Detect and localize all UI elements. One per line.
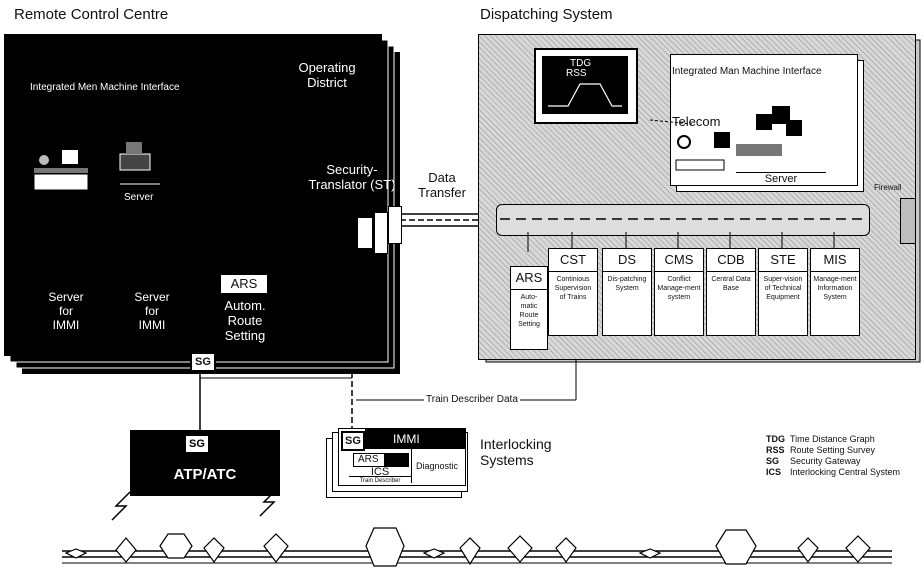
module-abbr: MIS [811, 249, 859, 272]
module-connectors [527, 232, 835, 252]
remote-immi-label: Integrated Men Machine Interface [30, 82, 180, 93]
module-ars: ARS Auto-matic Route Setting [510, 266, 548, 350]
interlocking-ars: ARS [353, 453, 409, 467]
rss-label: RSS [566, 68, 587, 79]
module-desc: Continious Supervision of Trains [554, 276, 592, 301]
server-immi-1: Server for IMMI [48, 290, 84, 332]
tdg-rss-monitor: TDG RSS [534, 48, 638, 124]
interlocking-immi: IMMI [365, 429, 465, 449]
security-translator-label: Security- Translator (ST) [308, 162, 396, 192]
module-abbr: CMS [655, 249, 703, 272]
module-cst: CST Continious Supervision of Trains [548, 248, 598, 336]
remote-server-label: Server [124, 192, 154, 203]
dispatch-bus [496, 204, 870, 236]
dispatch-workstation-icons [649, 106, 802, 171]
firewall-label: Firewall [874, 183, 902, 192]
interlocking-systems-label: Interlocking Systems [480, 436, 552, 468]
interlocking-ars-label: ARS [358, 454, 379, 465]
module-desc: Central Data Base [711, 276, 751, 292]
remote-ars-description: Autom. Route Setting [224, 298, 266, 343]
interlocking-ars-fill [384, 454, 408, 466]
operating-district-label: Operating District [298, 60, 356, 90]
data-transfer-label: Data Transfer [418, 170, 466, 200]
st-block-3 [388, 206, 402, 244]
interlocking-box: SG IMMI ARS ICS Train Describer Diagnost… [338, 428, 466, 486]
module-ds: DS Dis-patching System [602, 248, 652, 336]
module-desc: Dis-patching System [607, 276, 647, 292]
module-desc: Super-vision of Technical Equipment [763, 276, 803, 301]
remote-security-gateway: SG [190, 352, 216, 372]
module-mis: MIS Manage-ment Information System [810, 248, 860, 336]
module-ste: STE Super-vision of Technical Equipment [758, 248, 808, 336]
dispatch-server-label: Server [736, 172, 826, 186]
st-block-2 [374, 212, 388, 254]
module-abbr: CDB [707, 249, 755, 272]
module-abbr: CST [549, 249, 597, 272]
remote-workstation-icons [33, 142, 160, 191]
tdg-screen: TDG RSS [542, 56, 628, 114]
interlocking-diagnostic: Diagnostic [411, 449, 462, 483]
atp-security-gateway: SG [184, 434, 210, 454]
module-abbr: ARS [511, 267, 547, 290]
module-desc: Conflict Manage-ment system [657, 276, 701, 301]
tdg-graph-icon [548, 83, 622, 107]
st-block-1 [358, 218, 372, 248]
interlocking-ics: ICS [370, 466, 390, 478]
module-desc: Manage-ment Information System [813, 276, 857, 301]
train-describer-data-label: Train Describer Data [424, 394, 520, 406]
remote-ars-box: ARS [220, 274, 268, 294]
atp-atc-label: ATP/ATC [173, 466, 237, 483]
track-elements [64, 527, 871, 567]
server-immi-2: Server for IMMI [134, 290, 170, 332]
module-cms: CMS Conflict Manage-ment system [654, 248, 704, 336]
telecom-label: Telecom [672, 114, 721, 129]
module-abbr: STE [759, 249, 807, 272]
dispatch-bus-lines [500, 218, 864, 220]
firewall-block [900, 198, 916, 244]
module-desc: Auto-matic Route Setting [518, 294, 540, 328]
dispatching-system-title: Dispatching System [480, 6, 613, 23]
remote-control-panel [4, 34, 382, 356]
module-cdb: CDB Central Data Base [706, 248, 756, 336]
dispatch-immi-label: Integrated Man Machine Interface [672, 66, 822, 77]
interlocking-security-gateway: SG [341, 431, 365, 451]
atp-atc-box: SG ATP/ATC [130, 430, 280, 496]
tdg-label: TDG [570, 58, 592, 69]
module-abbr: DS [603, 249, 651, 272]
interlocking-train-describer: Train Describer [349, 476, 411, 485]
remote-control-centre-title: Remote Control Centre [14, 6, 169, 23]
